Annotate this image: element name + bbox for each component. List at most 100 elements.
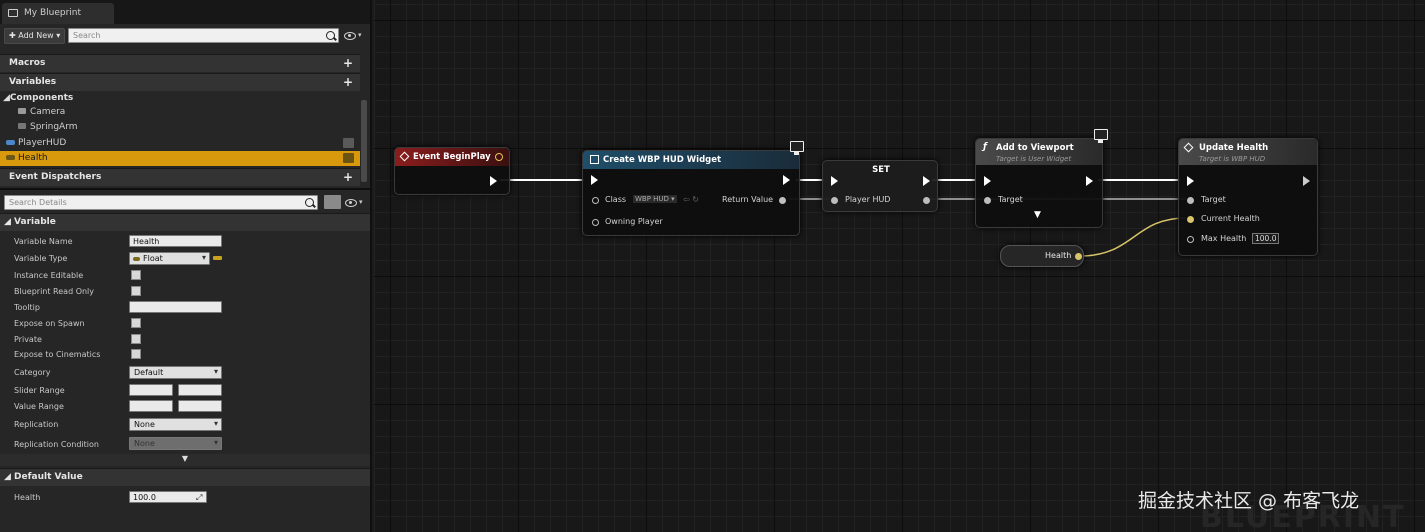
variable-type-dropdown[interactable]: Float [129, 252, 210, 265]
advanced-arrow-icon[interactable]: ▼ [1034, 210, 1041, 220]
update-health-node[interactable]: Update Health Target is WBP HUD Target C… [1178, 138, 1318, 256]
details-search-input[interactable]: Search Details [4, 195, 318, 210]
private-checkbox[interactable] [131, 334, 141, 344]
slider-range-max-input[interactable] [178, 384, 222, 396]
max-health-value-input[interactable]: 100.0 [1252, 233, 1280, 244]
macros-section[interactable]: Macros + [0, 54, 360, 72]
target-pin[interactable] [984, 197, 991, 204]
event-graph[interactable]: Event BeginPlay Create WBP HUD Widget Cl… [374, 0, 1425, 532]
expose-spawn-checkbox[interactable] [131, 318, 141, 328]
replication-label: Replication [14, 420, 59, 429]
health-out-pin[interactable] [1075, 253, 1082, 260]
value-range-min-input[interactable] [129, 400, 173, 412]
player-hud-out-pin[interactable] [923, 197, 930, 204]
variable-item-playerhud[interactable]: PlayerHUD [0, 136, 360, 151]
variable-details-section[interactable]: ◢ Variable [0, 213, 370, 231]
node-title: Create WBP HUD Widget [603, 155, 722, 165]
float-wire [1079, 217, 1187, 257]
exec-out-pin[interactable] [1303, 176, 1310, 186]
dispatchers-label: Event Dispatchers [9, 172, 102, 182]
details-view-eye-icon[interactable] [345, 199, 357, 207]
return-value-label: Return Value [722, 195, 774, 204]
view-options-eye-icon[interactable] [344, 32, 356, 40]
details-search-placeholder: Search Details [9, 198, 67, 207]
add-variable-icon[interactable]: + [342, 75, 353, 89]
value-range-max-input[interactable] [178, 400, 222, 412]
bp-readonly-checkbox[interactable] [131, 286, 141, 296]
node-subtitle: Target is WBP HUD [1199, 155, 1266, 163]
exec-in-pin[interactable] [1187, 176, 1194, 186]
view-options-caret-icon[interactable]: ▾ [358, 31, 362, 39]
replication-condition-dropdown[interactable]: None [129, 437, 222, 450]
expose-cinematics-checkbox[interactable] [131, 349, 141, 359]
expose-cinematics-label: Expose to Cinematics [14, 350, 101, 359]
component-label: Camera [30, 107, 66, 117]
target-label: Target [1201, 195, 1226, 204]
details-search-icon [305, 198, 314, 207]
target-pin[interactable] [1187, 197, 1194, 204]
class-pin-label: Class [605, 195, 627, 204]
tooltip-input[interactable] [129, 301, 222, 313]
default-health-input[interactable]: 100.0 [129, 491, 207, 503]
search-input[interactable]: Search [68, 28, 339, 43]
site-watermark: 掘金技术社区 @ 布客飞龙 [1138, 490, 1360, 512]
components-category[interactable]: ◢Components [0, 91, 360, 106]
exec-in-pin[interactable] [984, 176, 991, 186]
current-health-label: Current Health [1201, 214, 1260, 223]
component-label: SpringArm [30, 122, 78, 132]
create-widget-node[interactable]: Create WBP HUD Widget Class WBP HUD ▾ ⇦ … [582, 150, 800, 236]
variable-item-health[interactable]: Health [0, 151, 360, 166]
set-node[interactable]: SET Player HUD [822, 160, 938, 212]
max-health-pin[interactable] [1187, 236, 1194, 243]
add-macro-icon[interactable]: + [342, 56, 353, 70]
health-getter-node[interactable]: Health [1000, 245, 1084, 267]
class-pin[interactable] [592, 197, 599, 204]
exec-out-pin[interactable] [783, 175, 790, 185]
node-title: Event BeginPlay [413, 152, 491, 162]
add-to-viewport-node[interactable]: ƒ Add to Viewport Target is User Widget … [975, 138, 1103, 228]
owning-player-pin[interactable] [592, 219, 599, 226]
exec-out-pin[interactable] [1086, 176, 1093, 186]
exec-out-pin[interactable] [923, 176, 930, 186]
current-health-pin[interactable] [1187, 216, 1194, 223]
add-dispatcher-icon[interactable]: + [342, 170, 353, 184]
property-matrix-icon[interactable] [324, 195, 341, 209]
exec-out-pin[interactable] [490, 176, 497, 186]
exec-in-pin[interactable] [831, 176, 838, 186]
component-item-camera[interactable]: Camera [0, 105, 360, 120]
class-browse-icon[interactable]: ⇦ ↻ [683, 195, 699, 204]
component-item-springarm[interactable]: SpringArm [0, 120, 360, 135]
replication-dropdown[interactable]: None [129, 418, 222, 431]
my-blueprint-scrollbar[interactable] [361, 100, 367, 182]
object-pin-icon [6, 140, 15, 145]
exec-in-pin[interactable] [591, 175, 598, 185]
variables-label: Variables [9, 77, 57, 87]
category-dropdown[interactable]: Default [129, 366, 222, 379]
event-beginplay-node[interactable]: Event BeginPlay [394, 147, 510, 195]
container-type-icon[interactable] [213, 256, 222, 260]
my-blueprint-tab[interactable]: My Blueprint [2, 3, 114, 24]
tooltip-label: Tooltip [14, 303, 40, 312]
details-view-caret-icon[interactable]: ▾ [359, 198, 363, 206]
player-hud-in-pin[interactable] [831, 197, 838, 204]
event-dispatchers-section[interactable]: Event Dispatchers + [0, 168, 360, 186]
variable-name-label: Variable Name [14, 237, 73, 246]
instance-editable-checkbox[interactable] [131, 270, 141, 280]
variables-section[interactable]: Variables + [0, 73, 360, 91]
add-new-button[interactable]: ✚ Add New ▾ [4, 28, 65, 44]
variable-name-input[interactable]: Health [129, 235, 222, 247]
node-subtitle: Target is User Widget [996, 155, 1072, 163]
class-dropdown[interactable]: WBP HUD ▾ [633, 195, 677, 203]
slider-range-min-input[interactable] [129, 384, 173, 396]
variable-section-label: ◢ Variable [4, 217, 56, 227]
visibility-eye-icon[interactable] [343, 138, 354, 148]
return-value-pin[interactable] [779, 197, 786, 204]
panel-divider [0, 188, 370, 190]
visibility-eye-icon[interactable] [343, 153, 354, 163]
custom-event-diamond-icon [1183, 142, 1194, 153]
latent-clock-icon [495, 153, 503, 161]
advanced-expander-arrow-icon[interactable]: ▼ [0, 454, 370, 466]
my-blueprint-toolbar: ✚ Add New ▾ Search ▾ [0, 26, 370, 46]
default-value-section[interactable]: ◢ Default Value [0, 468, 370, 486]
spin-arrows-icon[interactable]: ⤢ [196, 493, 203, 502]
